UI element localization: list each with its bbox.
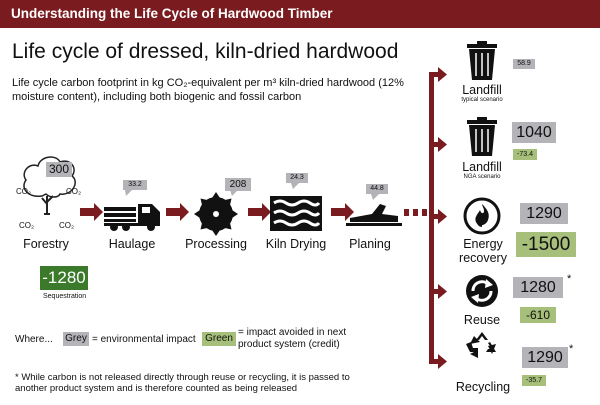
header-title: Understanding the Life Cycle of Hardwood… — [11, 6, 333, 21]
energy-recovery-credit-value: -1500 — [516, 232, 576, 257]
recycling-asterisk: * — [569, 343, 574, 355]
kiln-drying-impact-value: 24.3 — [286, 173, 308, 183]
landfill-typical-impact-value: 58.9 — [513, 59, 535, 69]
haulage-impact-value: 33.2 — [123, 180, 147, 190]
kiln-drying-label: Kiln Drying — [265, 237, 327, 251]
planing-impact-value: 44.8 — [366, 184, 388, 194]
subtitle: Life cycle carbon footprint in kg CO₂-eq… — [12, 77, 404, 103]
co2-label: CO₂ — [59, 221, 75, 230]
landfill-typical-sublabel: typical scenario — [461, 97, 503, 103]
co2-label: CO₂ — [19, 221, 35, 230]
reuse-label: Reuse — [463, 313, 501, 327]
processing-label: Processing — [185, 237, 247, 251]
haulage-label: Haulage — [108, 237, 156, 251]
legend-grey-text: = environmental impact — [92, 334, 196, 345]
energy-recovery-label-line2: recovery — [459, 251, 507, 265]
legend-where: Where... — [15, 334, 53, 345]
recycling-impact-value: 1290 — [522, 347, 568, 368]
sequestration-value: -1280 — [40, 266, 88, 290]
reuse-asterisk: * — [567, 273, 572, 285]
landfill-nga-impact-value: 1040 — [512, 122, 556, 143]
co2-label: CO₂ — [16, 187, 32, 196]
recycling-credit-value: -35.7 — [522, 375, 546, 386]
landfill-nga-credit-value: -73.4 — [513, 149, 537, 160]
legend-green-swatch: Green — [202, 332, 236, 346]
planing-label: Planing — [349, 237, 391, 251]
sequestration-label: Sequestration — [43, 293, 87, 300]
recycling-label: Recycling — [455, 380, 511, 394]
legend-grey-swatch: Grey — [63, 332, 89, 346]
page-title: Life cycle of dressed, kiln-dried hardwo… — [12, 40, 399, 63]
legend-green-text: = impact avoided in next product system … — [238, 327, 347, 350]
landfill-nga-label: Landfill — [462, 160, 502, 174]
processing-impact-value: 208 — [225, 178, 251, 191]
landfill-typical-label: Landfill — [462, 83, 502, 97]
energy-recovery-label-line1: Energy — [463, 237, 503, 251]
header-bar — [0, 0, 600, 28]
landfill-nga-sublabel: NGA scenario — [463, 174, 501, 180]
footnote: * While carbon is not released directly … — [15, 372, 350, 394]
reuse-impact-value: 1280 — [513, 277, 563, 298]
energy-recovery-impact-value: 1290 — [520, 203, 568, 224]
co2-label: CO₂ — [66, 187, 82, 196]
forestry-label: Forestry — [23, 237, 69, 251]
forestry-impact-value: 300 — [46, 162, 72, 177]
reuse-credit-value: -610 — [520, 307, 556, 323]
